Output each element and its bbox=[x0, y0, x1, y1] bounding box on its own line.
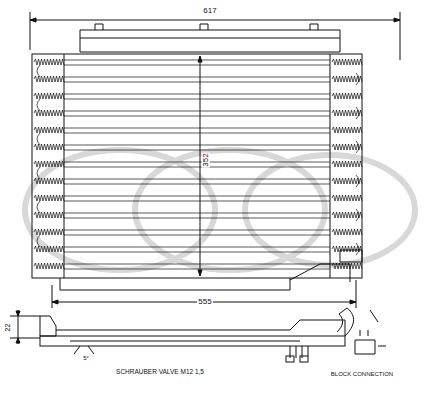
tube-fin bbox=[34, 161, 64, 167]
tube-fin bbox=[332, 246, 362, 252]
tube-fin bbox=[64, 264, 330, 269]
tube-fin bbox=[332, 110, 362, 116]
tube-fin bbox=[332, 212, 362, 218]
tube-fin bbox=[64, 162, 330, 167]
tube-fin bbox=[34, 212, 64, 218]
tube-fin bbox=[64, 145, 330, 150]
tube-fin bbox=[64, 230, 330, 235]
tube-fin bbox=[332, 127, 362, 133]
tube-fin bbox=[332, 144, 362, 150]
tube-fin bbox=[332, 178, 362, 184]
tube-fin bbox=[37, 167, 359, 187]
tube-fin bbox=[64, 179, 330, 184]
tube-fin bbox=[34, 178, 64, 184]
tube-fin bbox=[332, 93, 362, 99]
tube-fin bbox=[332, 76, 362, 82]
tube-fin bbox=[34, 127, 64, 133]
tube-fin bbox=[64, 213, 330, 218]
tube-fin bbox=[34, 195, 64, 201]
tube-fin bbox=[34, 229, 64, 235]
tube-fin bbox=[34, 59, 64, 65]
tube-fin bbox=[34, 76, 64, 82]
tube-fin bbox=[37, 99, 359, 119]
tube-fin bbox=[64, 77, 330, 82]
dimension-width: 617 bbox=[202, 7, 217, 15]
tube-fin bbox=[64, 247, 330, 252]
tube-fin bbox=[34, 246, 64, 252]
tube-fin bbox=[34, 110, 64, 116]
tube-fin bbox=[37, 133, 359, 153]
tube-fin bbox=[332, 59, 362, 65]
valve-note: SCHRAUBER VALVE M12 1,5 bbox=[115, 369, 205, 376]
angle-note: 5° bbox=[82, 355, 90, 361]
tube-fin bbox=[64, 60, 330, 65]
connection-note: BLOCK CONNECTION bbox=[330, 371, 394, 377]
dimension-height: 352 bbox=[202, 152, 210, 167]
tube-fin bbox=[34, 93, 64, 99]
tube-fin bbox=[64, 94, 330, 99]
tube-fin bbox=[332, 229, 362, 235]
tube-fin bbox=[332, 161, 362, 167]
tube-fin bbox=[332, 195, 362, 201]
tube-fin bbox=[64, 111, 330, 116]
tube-fin bbox=[64, 196, 330, 201]
tube-fin bbox=[64, 128, 330, 133]
tube-fin bbox=[37, 235, 359, 255]
tube-fin bbox=[332, 263, 362, 269]
dimension-depth: 22 bbox=[4, 322, 11, 332]
tube-fin bbox=[37, 65, 359, 85]
tube-fin bbox=[34, 144, 64, 150]
tube-fin bbox=[34, 263, 64, 269]
watermark bbox=[25, 150, 415, 270]
dimension-core: 555 bbox=[197, 298, 212, 306]
tube-fin bbox=[37, 201, 359, 221]
